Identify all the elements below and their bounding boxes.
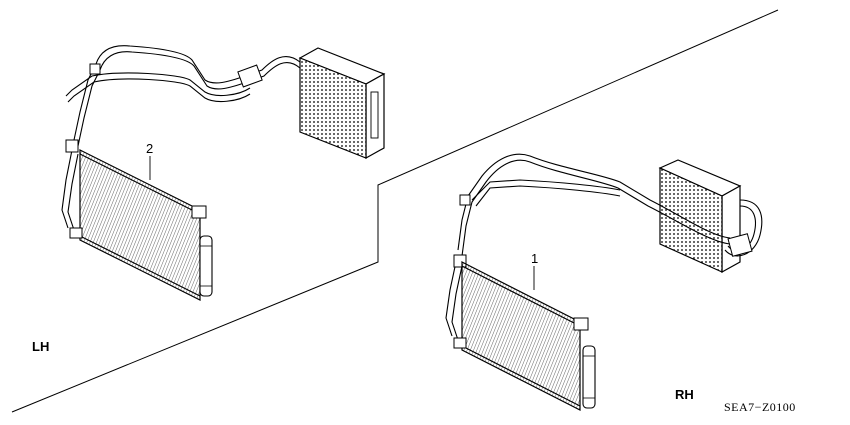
rh-condenser (453, 261, 589, 411)
lh-condenser (69, 149, 207, 301)
rh-receiver-dryer (582, 345, 596, 409)
lh-label: LH (32, 339, 50, 354)
rh-refrigerant-lines (445, 153, 731, 341)
diagram-code: SEA7−Z0100 (724, 400, 796, 414)
part-number-2: 2 (146, 141, 154, 156)
lh-refrigerant-lines (61, 45, 301, 231)
part-number-1: 1 (531, 251, 539, 266)
lh-evaporator (298, 47, 386, 160)
lh-receiver-dryer (199, 235, 213, 297)
divider-line (11, 9, 779, 413)
rh-label: RH (675, 387, 694, 402)
rh-evaporator (658, 159, 742, 274)
rh-assembly (445, 153, 763, 411)
lh-assembly (61, 45, 386, 301)
